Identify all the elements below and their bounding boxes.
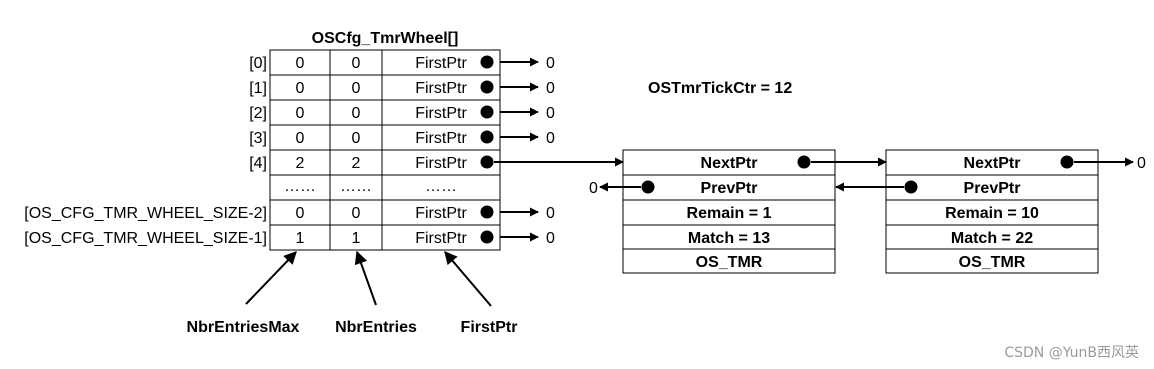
nbr-entries-cell: 0	[352, 105, 361, 122]
nbr-entries-cell: 0	[352, 80, 361, 97]
null-target: 0	[546, 130, 555, 147]
timer-type-field: OS_TMR	[959, 254, 1026, 271]
wheel-row: [2] 0 0 FirstPtr 0	[249, 105, 555, 122]
first-ptr-cell: FirstPtr	[415, 130, 467, 147]
null-target: 0	[546, 205, 555, 222]
nbr-entries-max-cell: 1	[296, 230, 305, 247]
wheel-row: …… …… ……	[284, 178, 457, 195]
wheel-row: [4] 2 2 FirstPtr	[249, 155, 624, 172]
row-index: [4]	[249, 155, 267, 172]
null-target: 0	[589, 180, 598, 197]
wheel-row: [OS_CFG_TMR_WHEEL_SIZE-1] 1 1 FirstPtr 0	[24, 230, 555, 247]
next-ptr-field: NextPtr	[964, 155, 1021, 172]
pointer-dot	[480, 80, 494, 94]
prev-ptr-field: PrevPtr	[701, 180, 758, 197]
nbr-entries-max-cell: 0	[296, 205, 305, 222]
pointer-dot	[1060, 155, 1074, 169]
ellipsis-cell: ……	[425, 178, 457, 195]
nbr-entries-cell: 1	[352, 230, 361, 247]
next-ptr-field: NextPtr	[701, 155, 758, 172]
watermark: CSDN @YunB西风英	[1004, 344, 1139, 361]
first-ptr-cell: FirstPtr	[415, 55, 467, 72]
pointer-dot	[480, 55, 494, 69]
nbr-entries-max-cell: 0	[296, 55, 305, 72]
ellipsis-cell: ……	[284, 178, 316, 195]
label-arrow	[444, 251, 492, 307]
row-index: [2]	[249, 105, 267, 122]
nbr-entries-max-cell: 2	[296, 155, 305, 172]
first-ptr-cell: FirstPtr	[415, 80, 467, 97]
wheel-row: [0] 0 0 FirstPtr 0	[249, 55, 555, 72]
nbr-entries-max-cell: 0	[296, 80, 305, 97]
timer-node-2: NextPtr PrevPtr Remain = 10 Match = 22 O…	[835, 149, 1146, 274]
nbr-entries-cell: 0	[352, 130, 361, 147]
pointer-dot	[641, 180, 655, 194]
pointer-dot	[480, 105, 494, 119]
pointer-dot	[480, 205, 494, 219]
timer-node-1: NextPtr PrevPtr Remain = 1 Match = 13 OS…	[589, 149, 887, 274]
wheel-row: [1] 0 0 FirstPtr 0	[249, 80, 555, 97]
null-target: 0	[546, 230, 555, 247]
wheel-row: [3] 0 0 FirstPtr 0	[249, 130, 555, 147]
label-nbr-entries: NbrEntries	[335, 319, 417, 336]
nbr-entries-max-cell: 0	[296, 130, 305, 147]
label-arrow	[354, 250, 377, 306]
null-target: 0	[546, 105, 555, 122]
first-ptr-cell: FirstPtr	[415, 155, 467, 172]
nbr-entries-max-cell: 0	[296, 105, 305, 122]
row-index: [3]	[249, 130, 267, 147]
remain-field: Remain = 10	[945, 205, 1039, 222]
null-target: 0	[546, 80, 555, 97]
pointer-dot	[797, 155, 811, 169]
row-index: [OS_CFG_TMR_WHEEL_SIZE-2]	[24, 205, 267, 222]
match-field: Match = 22	[951, 230, 1033, 247]
pointer-dot	[904, 180, 918, 194]
label-nbr-entries-max: NbrEntriesMax	[187, 319, 300, 336]
nbr-entries-cell: 2	[352, 155, 361, 172]
match-field: Match = 13	[688, 230, 770, 247]
row-index: [1]	[249, 80, 267, 97]
table-title: OSCfg_TmrWheel[]	[312, 30, 459, 47]
row-index: [OS_CFG_TMR_WHEEL_SIZE-1]	[24, 230, 267, 247]
wheel-table	[269, 49, 501, 251]
label-arrow	[245, 251, 297, 305]
null-target: 0	[1137, 155, 1146, 172]
pointer-dot	[480, 155, 494, 169]
timer-type-field: OS_TMR	[696, 254, 763, 271]
ellipsis-cell: ……	[340, 178, 372, 195]
nbr-entries-cell: 0	[352, 205, 361, 222]
prev-ptr-field: PrevPtr	[964, 180, 1021, 197]
row-index: [0]	[249, 55, 267, 72]
tick-counter: OSTmrTickCtr = 12	[648, 80, 792, 97]
wheel-row: [OS_CFG_TMR_WHEEL_SIZE-2] 0 0 FirstPtr 0	[24, 205, 555, 222]
first-ptr-cell: FirstPtr	[415, 230, 467, 247]
first-ptr-cell: FirstPtr	[415, 105, 467, 122]
null-target: 0	[546, 55, 555, 72]
pointer-dot	[480, 130, 494, 144]
nbr-entries-cell: 0	[352, 55, 361, 72]
label-first-ptr: FirstPtr	[461, 319, 518, 336]
first-ptr-cell: FirstPtr	[415, 205, 467, 222]
pointer-dot	[480, 230, 494, 244]
remain-field: Remain = 1	[687, 205, 772, 222]
